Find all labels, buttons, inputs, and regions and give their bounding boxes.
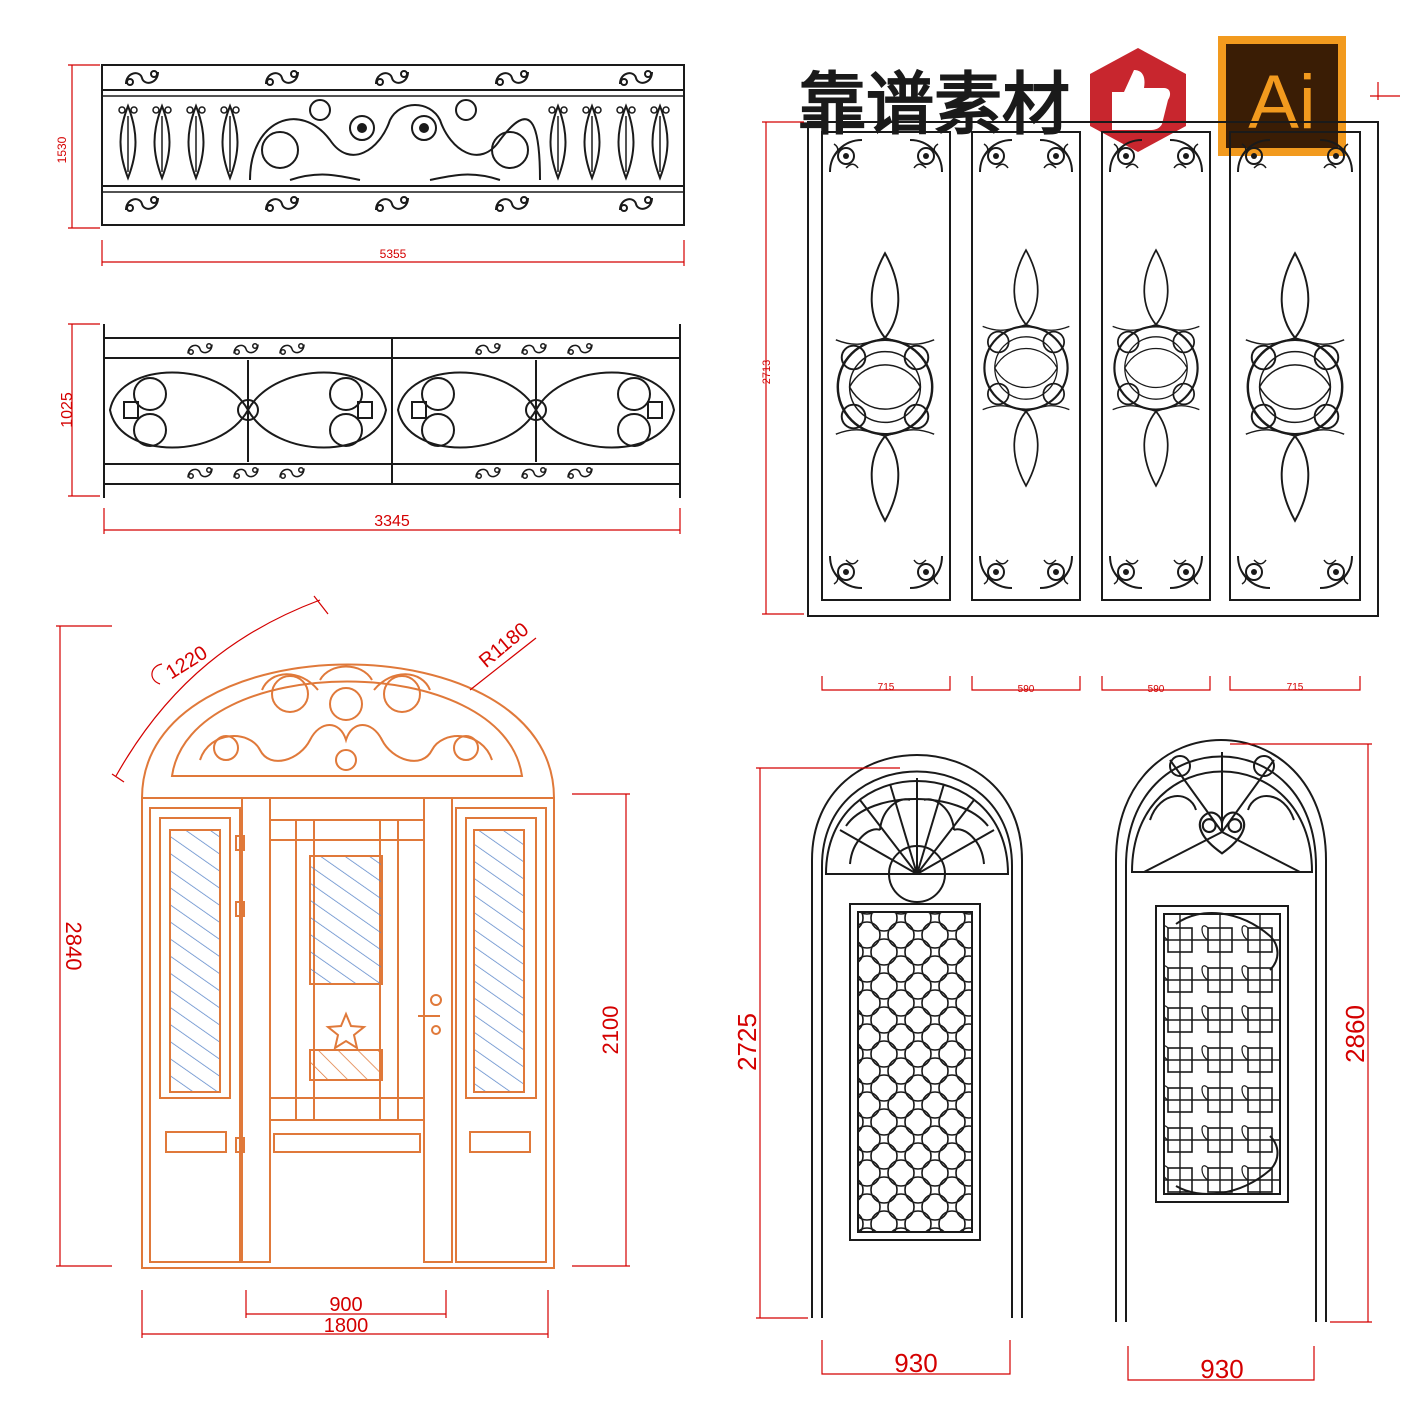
panel-3-width-label: 590 bbox=[1148, 684, 1165, 695]
railing-2-height-label: 1025 bbox=[59, 392, 76, 428]
orange-entry-door bbox=[140, 663, 556, 1269]
panel-4 bbox=[1229, 131, 1361, 601]
panel-1-width-label: 715 bbox=[878, 682, 895, 693]
panel-3 bbox=[1101, 131, 1211, 601]
thumbs-up-icon bbox=[1090, 48, 1186, 152]
transom-arch bbox=[140, 663, 556, 799]
star-emblem bbox=[325, 1011, 367, 1051]
railing-2-right-ornament bbox=[396, 360, 676, 462]
arc-length-label: 1220 bbox=[162, 642, 211, 684]
railing-1-center-ornament bbox=[249, 99, 541, 181]
railing-2-width-label: 3345 bbox=[374, 513, 410, 530]
railing-1-height-label: 1530 bbox=[55, 136, 69, 163]
ai-badge: Ai bbox=[1218, 36, 1346, 156]
floral-transom bbox=[1143, 752, 1301, 873]
decorative-panels: 2713 715 590 590 715 bbox=[761, 82, 1400, 695]
brand-name-fill: 靠谱素材 bbox=[798, 66, 1070, 145]
panels-width-dimensions bbox=[821, 676, 1361, 691]
arched-door-left bbox=[811, 754, 1023, 1318]
total-width-label: 1800 bbox=[324, 1315, 369, 1337]
arched-door-left-width-label: 930 bbox=[894, 1348, 937, 1378]
railing-2-bottom-scrolls bbox=[187, 466, 593, 480]
transom-ornament bbox=[199, 665, 493, 771]
arched-door-left-dimensions bbox=[756, 767, 1011, 1375]
railing-1-bottom-scrolls bbox=[124, 195, 654, 213]
sunburst-transom bbox=[839, 778, 995, 903]
panels-height-dimension bbox=[762, 82, 1400, 615]
railing-1-top-scrolls bbox=[124, 69, 654, 87]
arched-door-right bbox=[1115, 739, 1327, 1322]
panel-2 bbox=[971, 131, 1081, 601]
railing-2: 1025 3345 bbox=[59, 323, 681, 534]
radius-label: R1180 bbox=[475, 619, 533, 673]
orange-door-dimensions bbox=[56, 595, 630, 1338]
railing-2-left-ornament bbox=[108, 360, 388, 462]
railing-1: 1530 5355 bbox=[55, 64, 685, 266]
brand-logo: 靠谱素材 靠谱素材 Ai bbox=[793, 36, 1346, 156]
panel-2-width-label: 590 bbox=[1018, 684, 1035, 695]
center-width-label: 900 bbox=[329, 1294, 362, 1316]
railing-1-height-dimension bbox=[68, 64, 100, 229]
railing-2-width-dimension bbox=[103, 508, 681, 534]
arched-door-right-height-label: 2860 bbox=[1340, 1005, 1370, 1063]
panel-4-width-label: 715 bbox=[1287, 682, 1304, 693]
panel-1 bbox=[821, 131, 951, 601]
railing-2-top-scrolls bbox=[187, 342, 593, 356]
railing-1-width-dimension bbox=[101, 240, 685, 266]
arched-door-right-dimensions bbox=[1127, 743, 1372, 1381]
arched-door-right-width-label: 930 bbox=[1200, 1354, 1243, 1384]
door-height-label: 2100 bbox=[598, 1006, 623, 1055]
railing-1-spears bbox=[117, 104, 671, 180]
total-height-label: 2840 bbox=[61, 922, 86, 971]
arched-door-left-height-label: 2725 bbox=[732, 1013, 762, 1071]
panels-height-label: 2713 bbox=[761, 360, 773, 384]
railing-2-height-dimension bbox=[68, 323, 100, 497]
ai-badge-text: Ai bbox=[1248, 60, 1316, 145]
railing-1-width-label: 5355 bbox=[380, 247, 407, 261]
